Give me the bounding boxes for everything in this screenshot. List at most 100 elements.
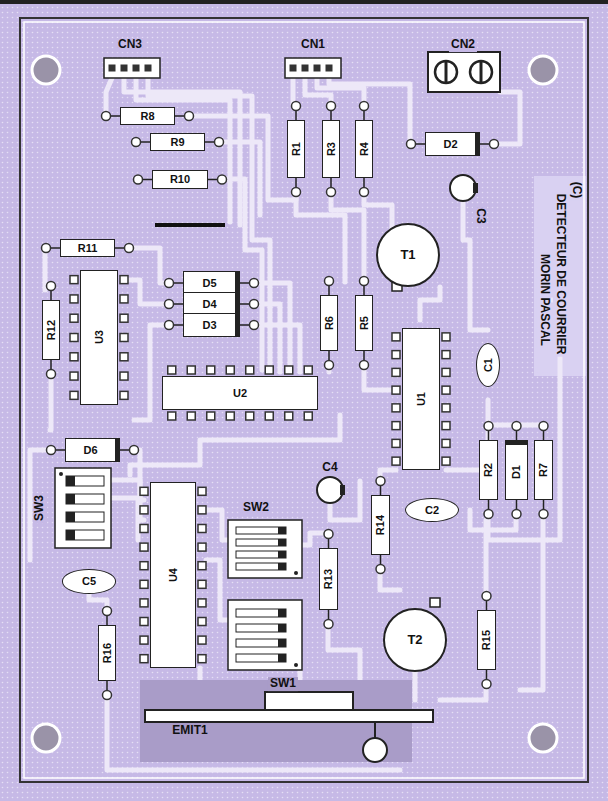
dip-switch <box>236 624 286 632</box>
connector-label: CN2 <box>449 38 477 52</box>
copper-trace <box>470 510 516 530</box>
copper-trace <box>136 78 230 222</box>
solder-pad <box>360 361 369 370</box>
resistor-body: R10 <box>152 170 208 188</box>
copper-trace <box>440 684 486 700</box>
part-name: R11 <box>78 242 98 254</box>
dip-switch <box>236 639 286 647</box>
diode-body: D1 <box>505 440 528 500</box>
ic-pin <box>442 457 450 465</box>
ic-pin <box>392 333 400 341</box>
solder-pad <box>134 175 143 184</box>
ic-pin <box>198 525 206 533</box>
ic-pin <box>198 543 206 551</box>
solder-pad <box>325 361 334 370</box>
connector-header <box>302 65 309 72</box>
component-lead <box>46 106 544 695</box>
solder-pad <box>407 140 416 149</box>
emitter-switch <box>265 692 353 710</box>
part-name: R4 <box>358 142 370 156</box>
copper-trace <box>463 201 488 330</box>
connector-header <box>133 65 140 72</box>
copper-trace <box>364 365 396 390</box>
transistor-tab <box>430 598 440 607</box>
ic-pin <box>392 422 400 430</box>
ic-pin <box>140 580 148 588</box>
dip-switch <box>278 624 286 632</box>
ic-pin <box>70 295 78 303</box>
dip-switch <box>66 476 104 486</box>
ic-pin <box>392 368 400 376</box>
connector-label: CN3 <box>116 38 144 52</box>
copper-trace <box>110 498 138 540</box>
solder-pad <box>324 530 333 539</box>
dip-switch <box>66 530 104 540</box>
ic-pin <box>226 366 234 374</box>
solder-pad <box>132 138 141 147</box>
ic-pin <box>120 353 128 361</box>
resistor-body: R7 <box>534 440 552 500</box>
board-frame <box>20 18 588 782</box>
solder-pad <box>376 565 385 574</box>
part-label: SW1 <box>268 677 298 691</box>
ic-pin <box>140 655 148 663</box>
board-title: DETECTEUR DE COURRIER <box>553 192 567 357</box>
ic-pin <box>168 366 176 374</box>
copper-trace <box>296 193 345 282</box>
electrolytic-capacitor <box>473 183 478 193</box>
ic-pin <box>140 599 148 607</box>
solder-pad <box>539 422 548 431</box>
ic-pin <box>198 655 206 663</box>
ic-pin <box>265 366 273 374</box>
transistor-body: T1 <box>376 223 440 287</box>
connector-header <box>314 65 321 72</box>
emitter-switch <box>140 680 433 762</box>
resistor-body: R12 <box>42 300 60 360</box>
emitter-switch <box>145 710 433 722</box>
part-name: R6 <box>323 316 335 330</box>
solder-pad <box>292 102 301 111</box>
terminal-block <box>480 62 483 82</box>
ic-pin <box>120 372 128 380</box>
ic-pin <box>187 412 195 420</box>
ic-pin <box>304 412 312 420</box>
ic-pin <box>140 618 148 626</box>
ic-pin <box>207 366 215 374</box>
connector-header <box>104 58 341 78</box>
dip-switch <box>59 472 63 476</box>
mounting-hole <box>32 724 60 752</box>
solder-pad <box>47 370 56 379</box>
copper-trace <box>520 514 543 690</box>
ic-pin <box>120 391 128 399</box>
resistor-body: R2 <box>479 440 497 500</box>
dip-switch <box>236 654 286 662</box>
dip-switch <box>278 539 286 546</box>
copper-trace <box>30 78 560 770</box>
ic-pin <box>198 618 206 626</box>
solder-pad <box>484 510 493 519</box>
author-name: MORIN PASCAL <box>537 252 551 348</box>
part-name: D6 <box>83 444 97 456</box>
ic-pin <box>168 412 176 420</box>
ic-pin <box>70 391 78 399</box>
terminal-block <box>445 62 448 82</box>
solder-pad <box>102 112 111 121</box>
solder-pad <box>325 277 334 286</box>
ic-pin <box>392 404 400 412</box>
dip-switch <box>228 600 302 670</box>
copper-trace <box>484 520 489 596</box>
ic-pin <box>187 366 195 374</box>
ic-pin <box>392 439 400 447</box>
board-frame <box>20 18 588 782</box>
electrolytic-capacitor <box>317 477 343 503</box>
ic-pin <box>285 412 293 420</box>
copper-trace <box>30 450 50 560</box>
copper-trace <box>206 510 228 540</box>
solder-pad <box>376 477 385 486</box>
ic-pin <box>70 276 78 284</box>
part-name: R2 <box>482 463 494 477</box>
ic-package: U1 <box>402 328 440 470</box>
solder-pad <box>292 188 301 197</box>
part-name: U2 <box>233 387 247 399</box>
part-label: SW2 <box>241 501 271 515</box>
